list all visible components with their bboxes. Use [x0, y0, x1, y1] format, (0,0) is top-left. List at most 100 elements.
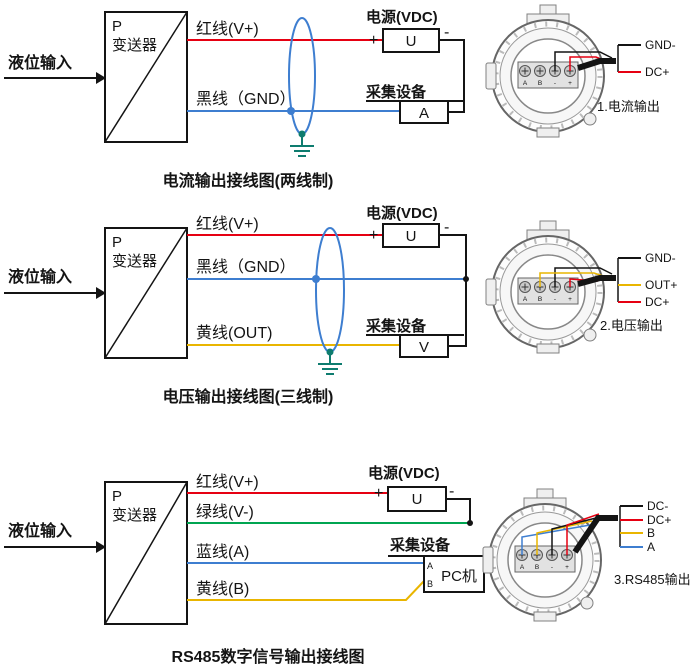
pin-label-gnd: GND-	[645, 251, 676, 265]
yellow-wire-label: 黄线(B)	[196, 580, 249, 598]
shield-junction-dot	[312, 275, 320, 283]
collector-label: 采集设备	[365, 83, 427, 101]
input-label: 液位输入	[8, 267, 72, 286]
screw-cross-icon	[521, 67, 529, 75]
jumper-black	[554, 267, 613, 287]
pc-port-a: A	[427, 561, 433, 571]
housing-knurl-ring	[490, 505, 600, 615]
terminal-label: A	[520, 564, 525, 571]
red-wire-label: 红线(V+)	[196, 473, 259, 491]
terminal-label: +	[565, 564, 569, 571]
transmitter-label: 变送器	[112, 253, 157, 270]
power-label: 电源(VDC)	[366, 8, 438, 26]
gnd-wire-label: 黑线（GND）	[196, 90, 296, 108]
housing-bolt	[580, 596, 594, 610]
housing-bottom-tab	[533, 611, 557, 622]
terminal-label: +	[568, 296, 572, 303]
output-type-label: 3.RS485输出	[614, 572, 691, 587]
transmitter-housing-3: A B - +	[482, 488, 618, 622]
transmitter-label: 变送器	[112, 507, 157, 524]
jumper-black	[554, 51, 613, 71]
terminal-label: B	[538, 80, 542, 87]
transmitter-p: P	[112, 234, 122, 251]
collector-unit: A	[419, 105, 429, 122]
power-plus: +	[369, 32, 378, 49]
cable	[577, 275, 616, 287]
output-type-label: 1.电流输出	[597, 99, 660, 114]
screw-cross-icon	[521, 283, 529, 291]
pin-label-dcneg: DC-	[647, 499, 668, 513]
terminal-label: +	[568, 80, 572, 87]
pin-label-out: OUT+	[645, 278, 677, 292]
pin-label-gnd: GND-	[645, 38, 676, 52]
housing-stem	[536, 488, 554, 499]
diagram-rs485-output: 液位输入 P 变送器 红线(V+) 绿线(V-) 蓝线(A) 黄线(B) 电源(…	[4, 464, 691, 666]
diagram3-caption: RS485数字信号输出接线图	[172, 647, 365, 666]
collector-label: 采集设备	[365, 317, 427, 335]
transmitter-diagonal	[104, 227, 188, 359]
power-to-collector-wire	[439, 234, 467, 347]
cable-pinout-1: GND- DC+ 1.电流输出	[597, 38, 676, 114]
terminal-label: B	[538, 296, 542, 303]
jumper-yellow	[536, 520, 593, 555]
green-wire-label: 绿线(V-)	[196, 503, 254, 521]
power-to-collector-wire	[439, 39, 465, 113]
ground-symbol-icon	[318, 352, 342, 375]
cable-pinout-3: DC- DC+ B A 3.RS485输出	[614, 499, 691, 587]
out-wire-label: 黄线(OUT)	[196, 324, 272, 342]
cable	[572, 515, 618, 554]
cable-pinout-2: GND- OUT+ DC+ 2.电压输出	[600, 251, 677, 333]
collector-box	[399, 100, 449, 124]
transmitter-housing-2: A B - +	[485, 220, 616, 354]
red-wire-label: 红线(V+)	[196, 215, 259, 233]
transmitter-p: P	[112, 18, 122, 35]
terminal-label: -	[554, 80, 556, 87]
ground-symbol-icon	[290, 134, 314, 157]
transmitter-diagonal	[104, 11, 188, 143]
pin-label-dc: DC+	[645, 65, 669, 79]
cable	[577, 58, 616, 71]
power-unit: U	[412, 491, 423, 508]
diagram-current-output: 液位输入 P 变送器 红线(V+) 黑线（GND） 电源(VDC) + U - …	[4, 4, 676, 190]
transmitter-diagonal	[104, 481, 188, 625]
input-arrowhead-icon	[96, 72, 106, 84]
pin-label-a: A	[647, 540, 655, 554]
housing-left-tab	[482, 546, 494, 574]
pin-label-dcpos: DC+	[647, 513, 671, 527]
collector-box	[399, 334, 449, 358]
power-unit: U	[406, 228, 417, 245]
diagram2-caption: 电压输出接线图(三线制)	[163, 387, 334, 406]
terminal-label: -	[554, 296, 556, 303]
output-type-label: 2.电压输出	[600, 318, 663, 333]
power-label: 电源(VDC)	[368, 464, 440, 482]
input-arrowhead-icon	[96, 287, 106, 299]
power-plus: +	[374, 485, 383, 502]
pc-box	[423, 555, 485, 593]
housing-knurl-ring	[493, 21, 603, 131]
jumper-red	[566, 513, 600, 555]
power-unit: U	[406, 33, 417, 50]
power-minus: -	[449, 483, 454, 500]
shield-ellipse	[315, 227, 345, 353]
housing-bolt	[583, 328, 597, 342]
collector-label: 采集设备	[389, 536, 451, 554]
power-minus-wire	[446, 498, 471, 523]
housing-knurl-ring	[493, 237, 603, 347]
collector-unit: V	[419, 339, 429, 356]
shield-ellipse	[288, 17, 316, 135]
screw-cross-icon	[536, 67, 544, 75]
transmitter-housing-1: A B - +	[485, 4, 616, 138]
housing-stem	[539, 220, 557, 231]
yellow-wire	[187, 580, 425, 601]
pin-label-b: B	[647, 526, 655, 540]
pc-port-b: B	[427, 579, 433, 589]
power-minus: -	[444, 219, 449, 236]
diagram1-caption: 电流输出接线图(两线制)	[163, 171, 334, 190]
housing-left-tab	[485, 62, 497, 90]
terminal-label: A	[523, 80, 528, 87]
jumper-black	[551, 517, 597, 555]
diagram-voltage-output: 液位输入 P 变送器 红线(V+) 黑线（GND） 黄线(OUT) 电源(VDC…	[4, 204, 677, 406]
blue-wire-label: 蓝线(A)	[196, 543, 249, 561]
red-wire-label: 红线(V+)	[196, 20, 259, 38]
